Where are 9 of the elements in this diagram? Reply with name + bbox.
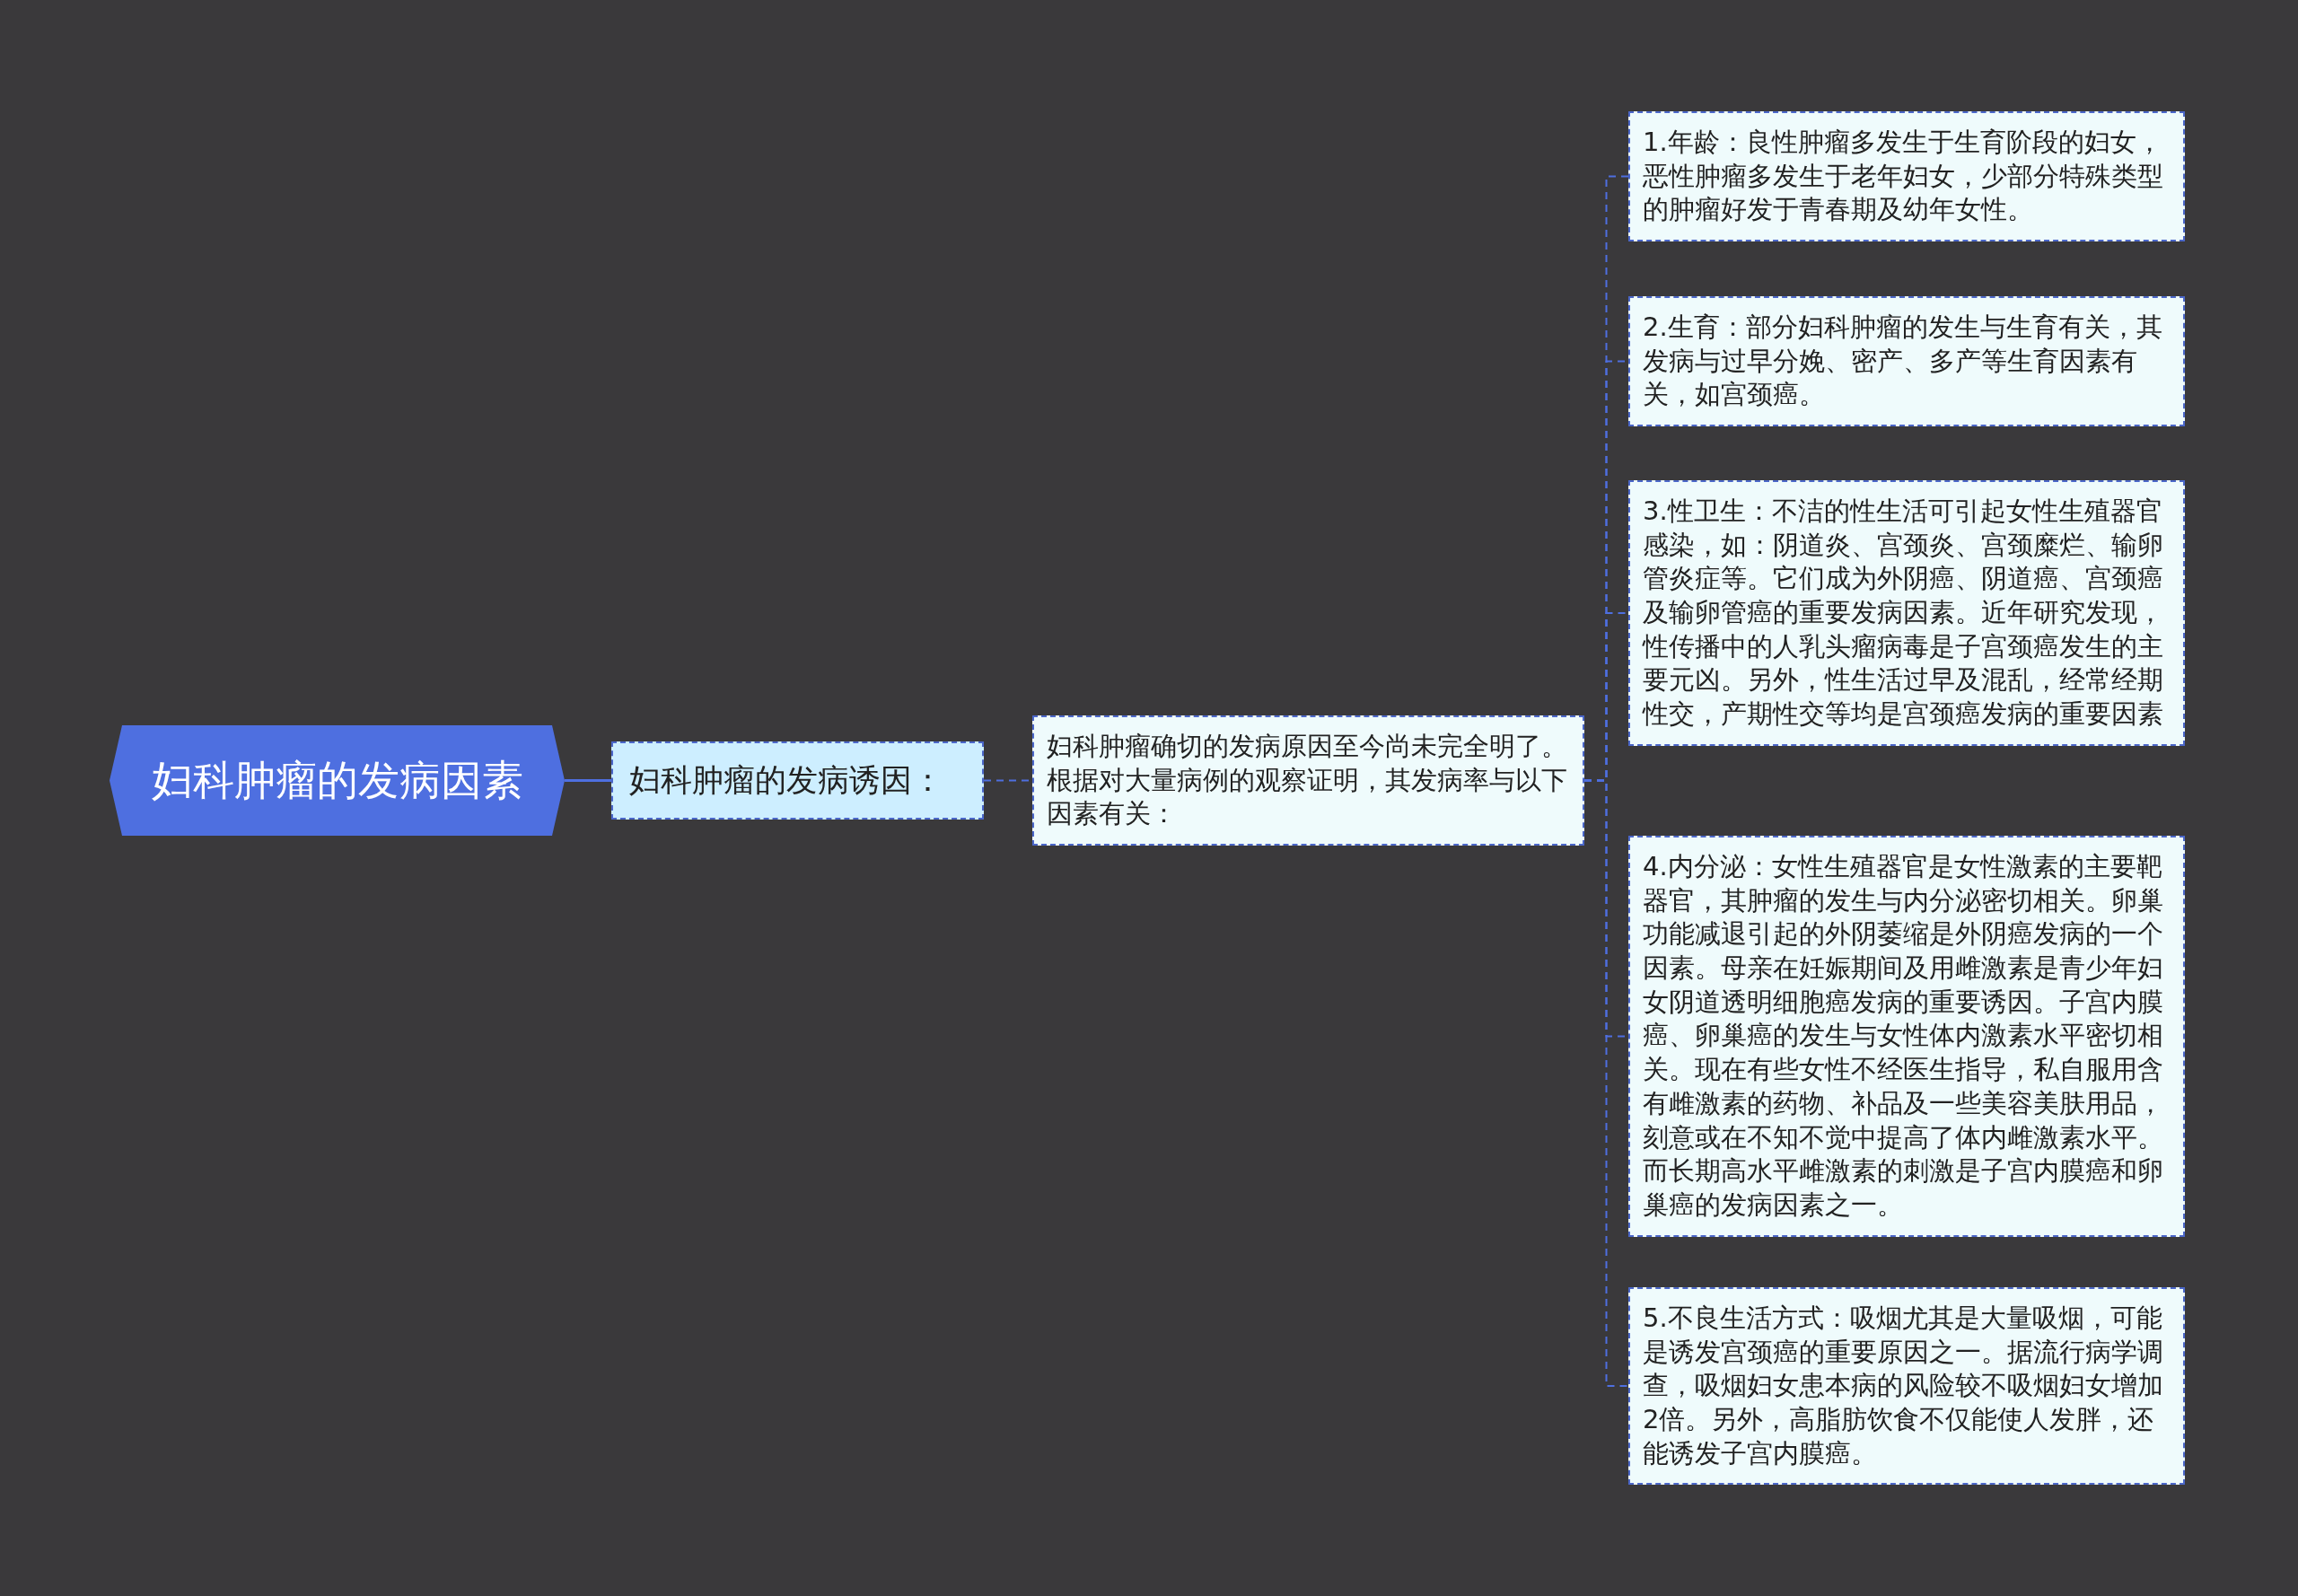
text-box: 1.年龄：良性肿瘤多发生于生育阶段的妇女，恶性肿瘤多发生于老年妇女，少部分特殊类型的肿瘤好发于青春期及幼年女性。: [1628, 111, 2185, 242]
text-box: 5.不良生活方式：吸烟尤其是大量吸烟，可能是诱发宫颈癌的重要原因之一。据流行病学调查，吸烟妇女患本病的风险较不吸烟妇女增加2倍。另外，高脂肪饮食不仅能使人发胖，还能诱发子宫内膜癌。: [1628, 1287, 2185, 1486]
topic-title: 妇科肿瘤的发病因素: [151, 754, 523, 806]
text-box: 妇科肿瘤确切的发病原因至今尚未完全明了。根据对大量病例的观察证明，其发病率与以下因素有关：: [1032, 715, 1584, 846]
text-box: 2.生育：部分妇科肿瘤的发生与生育有关，其发病与过早分娩、密产、多产等生育因素有关，如宫颈癌。: [1628, 296, 2185, 427]
text-box: 3.性卫生：不洁的性生活可引起女性生殖器官感染，如：阴道炎、宫颈炎、宫颈糜烂、输卵管炎症等。它们成为外阴癌、阴道癌、宫颈癌及输卵管癌的重要发病因素。近年研究发现，性传播中的人乳头瘤病毒是子宫颈癌发生的主要元凶。另外，性生活过早及混乱，经常经期性交，产期性交等均是宫颈癌发病的重要因素: [1628, 480, 2185, 746]
branch-topic-box: 妇科肿瘤的发病诱因：: [611, 741, 984, 820]
text-box: 4.内分泌：女性生殖器官是女性激素的主要靶器官，其肿瘤的发生与内分泌密切相关。卵巢功能减退引起的外阴萎缩是外阴癌发病的一个因素。母亲在妊娠期间及用雌激素是青少年妇女阴道透明细胞癌发病的重要诱因。子宫内膜癌、卵巢癌的发生与女性体内激素水平密切相关。现在有些女性不经医生指导，私自服用含有雌激素的药物、补品及一些美容美肤用品，刻意或在不知不觉中提高了体内雌激素水平。而长期高水平雌激素的刺激是子宫内膜癌和卵巢癌的发病因素之一。: [1628, 836, 2185, 1237]
connector-line: [565, 779, 611, 782]
